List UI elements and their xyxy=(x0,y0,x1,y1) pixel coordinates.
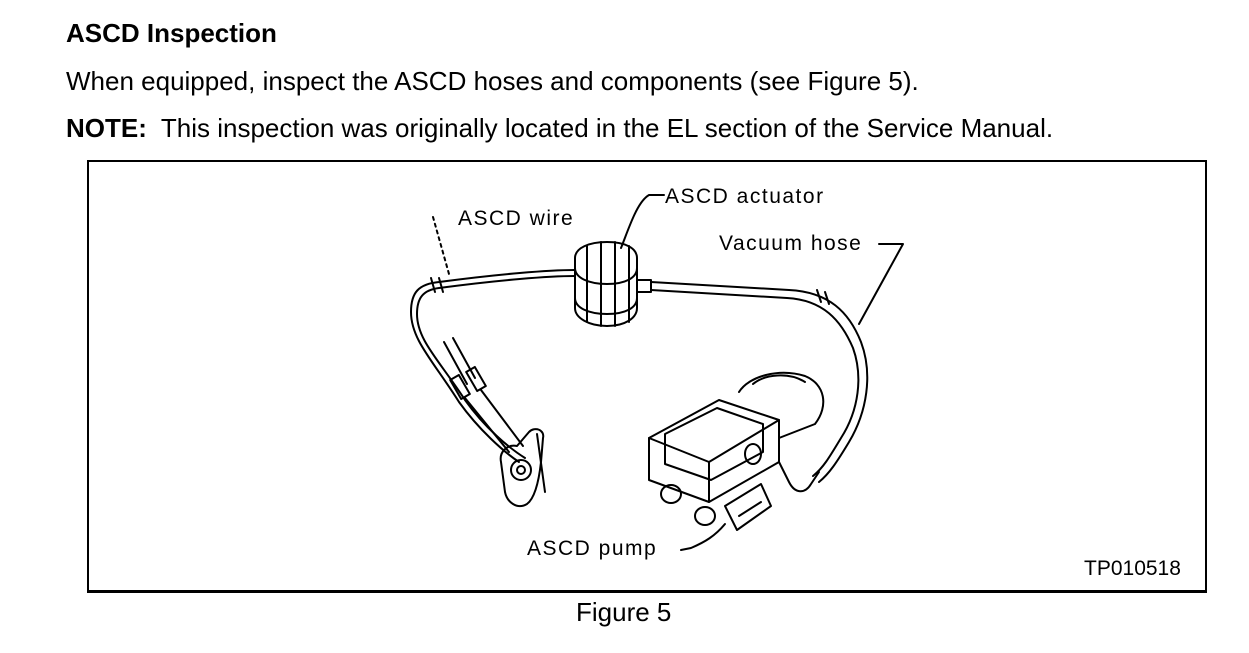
note-label: NOTE: xyxy=(66,113,147,143)
body-paragraph: When equipped, inspect the ASCD hoses an… xyxy=(66,66,919,96)
ascd-wire-cable xyxy=(410,269,576,463)
note-text: This inspection was originally located i… xyxy=(160,113,1054,143)
label-vacuum-hose: Vacuum hose xyxy=(719,232,862,255)
wire-leader xyxy=(432,216,450,275)
section-title: ASCD Inspection xyxy=(66,18,277,48)
figure-caption: Figure 5 xyxy=(576,597,672,627)
ascd-diagram: ASCD actuator ASCD wire Vacuum hose ASCD… xyxy=(410,185,1181,580)
actuator-body xyxy=(574,241,652,327)
pump-leader xyxy=(680,523,726,551)
vacuum-hose-leader xyxy=(858,243,904,325)
label-ascd-wire: ASCD wire xyxy=(458,207,574,230)
actuator-leader xyxy=(620,194,665,249)
note-paragraph: NOTE: This inspection was originally loca… xyxy=(66,113,1053,144)
label-ascd-actuator: ASCD actuator xyxy=(665,185,825,208)
label-ascd-pump: ASCD pump xyxy=(527,537,657,560)
pump-body xyxy=(648,371,825,531)
figure-reference-code: TP010518 xyxy=(1084,557,1181,580)
figure-frame: ASCD actuator ASCD wire Vacuum hose ASCD… xyxy=(87,160,1207,593)
throttle-lever xyxy=(499,428,546,508)
vacuum-hose-line xyxy=(650,281,869,483)
